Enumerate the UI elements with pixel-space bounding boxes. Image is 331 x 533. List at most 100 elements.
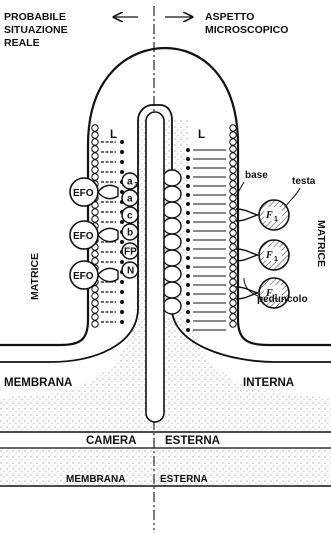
lipid-head — [230, 216, 236, 222]
membrana-interna-left: MEMBRANA — [4, 377, 72, 389]
right-lipid-tails — [186, 148, 226, 332]
chain-label: b — [127, 228, 133, 239]
efo-label: EFO — [73, 271, 94, 282]
membrana-esterna-right: ESTERNA — [160, 474, 208, 485]
lipid-head — [230, 139, 236, 145]
oval-particle — [163, 266, 181, 282]
lipid-head — [92, 153, 98, 159]
lipid-head — [230, 244, 236, 250]
lipid-head-dot — [120, 150, 124, 154]
membrana-esterna-left: MEMBRANA — [66, 474, 125, 485]
header-left-line2: SITUAZIONE — [4, 24, 68, 36]
lipid-head — [230, 237, 236, 243]
lipid-head-dot — [186, 301, 190, 305]
oval-particle — [163, 234, 181, 250]
lipid-head-dot — [186, 319, 190, 323]
lipid-head — [92, 307, 98, 313]
header-right-line2: MICROSCOPICO — [205, 24, 288, 36]
lipid-head — [230, 223, 236, 229]
testa-pointer — [286, 188, 300, 206]
lipid-head-dot — [120, 320, 124, 324]
lipid-head-dot — [120, 310, 124, 314]
lipid-head-dot — [186, 184, 190, 188]
lipid-head — [92, 216, 98, 222]
membrana-interna-right: INTERNA — [243, 377, 294, 389]
lipid-head — [230, 300, 236, 306]
lipid-head-dot — [120, 290, 124, 294]
efo-subunits: EFOEFOEFO — [70, 178, 118, 289]
header-right-line1: ASPETTO — [205, 11, 254, 23]
lipid-head-dot — [186, 229, 190, 233]
lipid-head-dot — [186, 148, 190, 152]
lipid-head — [92, 132, 98, 138]
lipid-head — [230, 293, 236, 299]
lipid-head-dot — [186, 193, 190, 197]
side-label-left: MATRICE — [29, 253, 41, 300]
lipid-head — [92, 293, 98, 299]
lipid-head — [230, 314, 236, 320]
lipid-head — [92, 300, 98, 306]
lipid-head — [230, 265, 236, 271]
lipid-head — [92, 209, 98, 215]
lipid-head — [92, 314, 98, 320]
lipid-head — [230, 195, 236, 201]
f1-label: F — [265, 250, 273, 261]
header-left-line1: PROBABILE — [4, 11, 66, 23]
lipid-head — [92, 251, 98, 257]
f1-stalk — [236, 255, 258, 261]
f1-stalk — [236, 293, 258, 299]
lipid-head-dot — [186, 211, 190, 215]
chain-label-subscript: 3 — [134, 182, 138, 189]
f1-label-subscript: 1 — [274, 216, 278, 223]
right-lipid-beads — [230, 125, 236, 327]
chain-label: FP — [124, 247, 137, 258]
header: PROBABILE SITUAZIONE REALE ASPETTO MICRO… — [4, 11, 288, 49]
header-left-line3: REALE — [4, 37, 40, 49]
lipid-head — [230, 209, 236, 215]
lipid-head — [230, 251, 236, 257]
f1-label: F — [265, 210, 273, 221]
lipid-head — [230, 132, 236, 138]
lipid-head — [230, 279, 236, 285]
lipid-head — [92, 167, 98, 173]
lipid-head — [92, 146, 98, 152]
oval-particle — [163, 250, 181, 266]
chain-label: a — [127, 177, 133, 188]
efo-tail — [98, 185, 118, 198]
efo-label: EFO — [73, 231, 94, 242]
lipid-head — [230, 321, 236, 327]
lipid-head-dot — [186, 247, 190, 251]
lipid-head — [92, 321, 98, 327]
central-capsule — [146, 112, 164, 422]
f1-particles: F1F1F1 — [236, 200, 289, 308]
lipid-head-dot — [186, 157, 190, 161]
oval-particle — [163, 282, 181, 298]
lipid-head-dot — [120, 140, 124, 144]
efo-tail — [98, 268, 118, 281]
lipid-head — [230, 202, 236, 208]
oval-particle — [163, 218, 181, 234]
lipid-head-dot — [186, 283, 190, 287]
label-base: base — [245, 170, 268, 181]
label-l-right: L — [198, 129, 205, 141]
label-peduncolo: peduncolo — [257, 294, 308, 305]
lipid-head-dot — [186, 292, 190, 296]
lipid-head-dot — [186, 238, 190, 242]
camera-right: ESTERNA — [165, 435, 220, 447]
lipid-head — [92, 125, 98, 131]
f1-stalk — [236, 249, 258, 255]
lipid-head-dot — [186, 310, 190, 314]
lipid-head — [92, 160, 98, 166]
lipid-head-dot — [120, 240, 124, 244]
lipid-head-dot — [186, 220, 190, 224]
efo-tail — [98, 228, 118, 241]
lipid-head — [230, 167, 236, 173]
camera-left: CAMERA — [86, 435, 136, 447]
lipid-head-dot — [120, 170, 124, 174]
lipid-head — [230, 258, 236, 264]
oval-particle — [163, 186, 181, 202]
lipid-head-dot — [120, 300, 124, 304]
oval-particle — [163, 202, 181, 218]
lipid-head-dot — [186, 328, 190, 332]
